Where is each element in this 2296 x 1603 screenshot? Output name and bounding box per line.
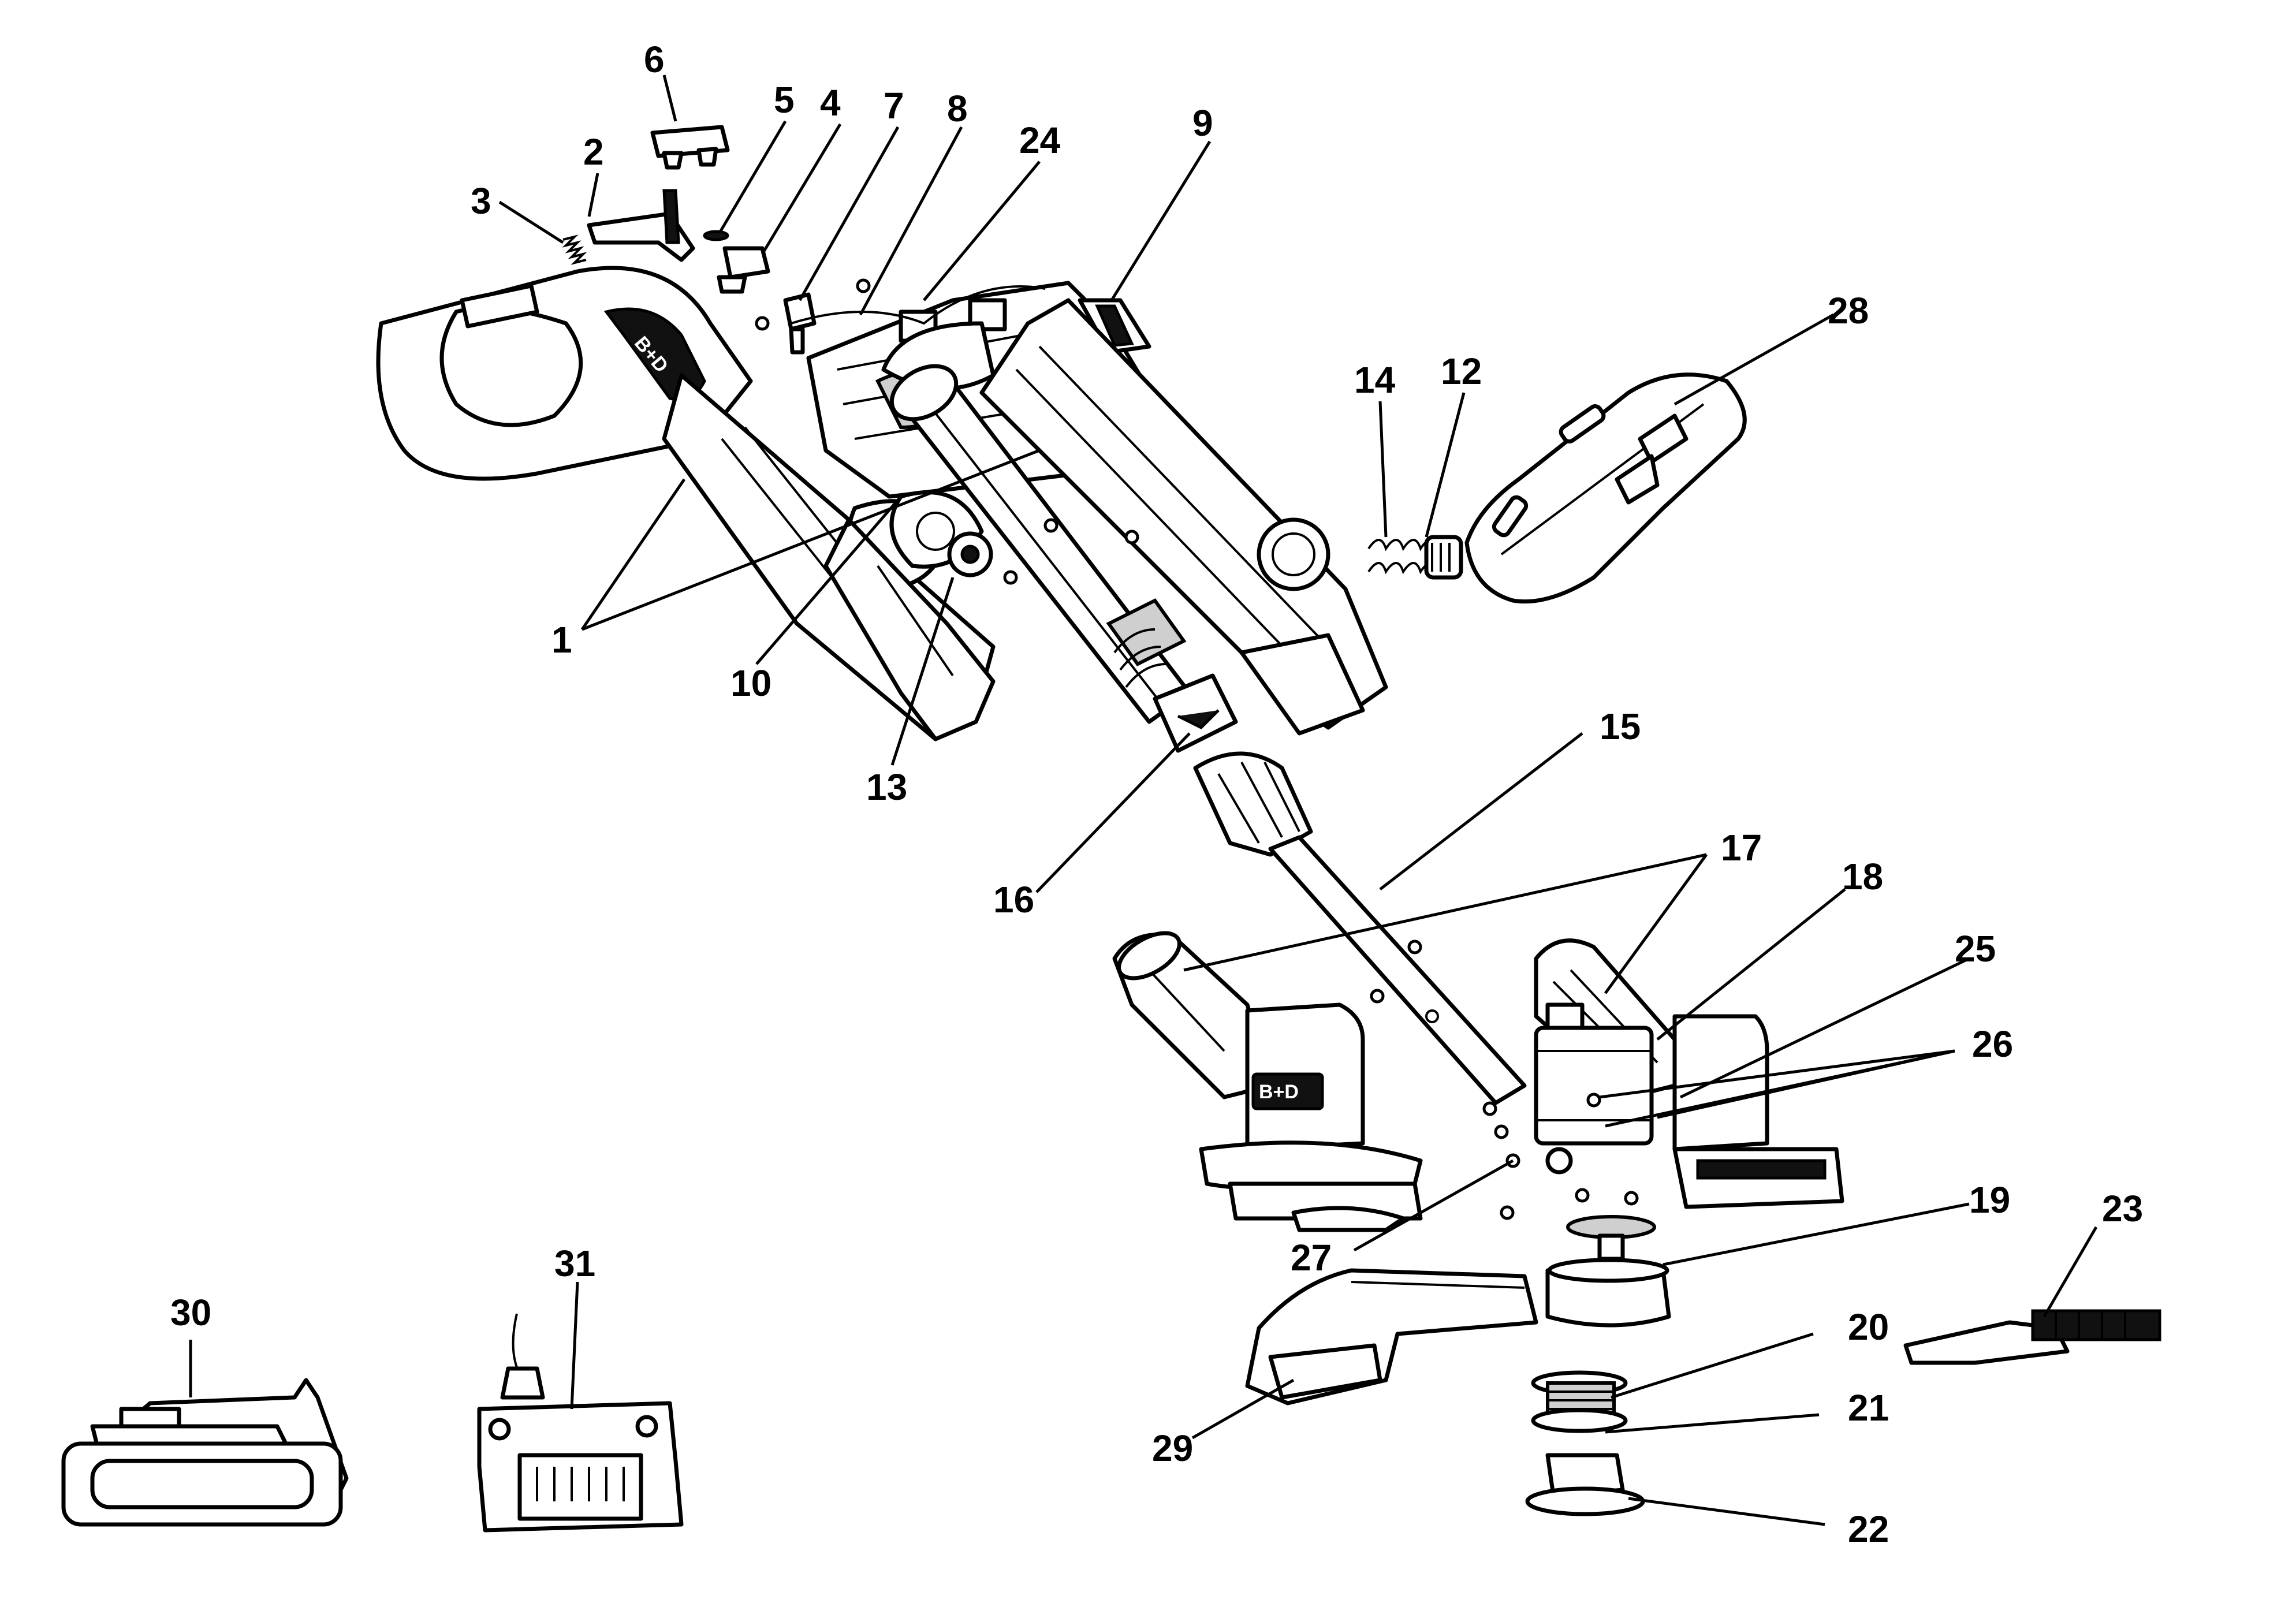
left-motor-housing: B+D [1112,931,1423,1232]
callout-31: 31 [554,1243,595,1284]
spool [1531,1370,1628,1433]
callout-2: 2 [583,131,604,173]
callout-25: 25 [1955,928,1996,970]
callout-8: 8 [947,88,968,129]
callout-7: 7 [884,85,904,126]
switch-cap [650,125,730,170]
battery-pack [61,1378,349,1527]
callout-4: 4 [820,82,841,124]
callout-18: 18 [1842,856,1883,897]
guard [1245,1268,1538,1406]
callout-27: 27 [1291,1237,1332,1278]
lower-shaft [1193,751,1527,1105]
callout-17: 17 [1721,827,1762,868]
trigger-spring [562,234,587,265]
charger [477,1313,684,1533]
spool-cap [1525,1453,1645,1516]
callout-16: 16 [993,879,1034,920]
callout-19: 19 [1969,1179,2010,1221]
callout-10: 10 [730,662,771,704]
screws [755,278,1639,1220]
callout-14: 14 [1354,359,1396,401]
front-handle [1464,372,1747,604]
callout-numbers: 1 2 3 4 5 6 7 8 9 10 12 13 14 15 16 17 1… [170,39,2143,1550]
callout-1: 1 [551,619,572,661]
edge-guide-wheel [1903,1309,2161,1365]
callout-15: 15 [1600,706,1641,747]
callout-29: 29 [1152,1427,1193,1469]
callout-24: 24 [1019,120,1061,161]
callout-5: 5 [774,79,795,121]
brand-logo-head: B+D [1259,1081,1299,1103]
callout-23: 23 [2102,1188,2143,1229]
leader-lines [189,74,2098,1526]
callout-28: 28 [1828,290,1869,331]
switch-part [783,292,817,355]
gear-and-spool-housing [1545,1215,1671,1328]
callout-6: 6 [644,39,665,80]
callout-22: 22 [1848,1508,1889,1550]
auxiliary-bracket [823,517,996,741]
callout-26: 26 [1972,1023,2013,1065]
motor [1534,1002,1654,1175]
callout-3: 3 [471,180,491,222]
trigger-part [587,189,695,262]
callout-13: 13 [866,766,907,808]
upper-shaft-assembly [889,298,1388,753]
callout-20: 20 [1848,1306,1889,1348]
callout-21: 21 [1848,1387,1889,1429]
callout-9: 9 [1192,102,1213,144]
knob-nut [1424,535,1463,580]
callout-30: 30 [170,1292,211,1333]
button-spring [703,230,729,241]
lock-off-button [717,246,770,294]
callout-12: 12 [1441,351,1482,392]
handle-clip [1078,298,1151,355]
